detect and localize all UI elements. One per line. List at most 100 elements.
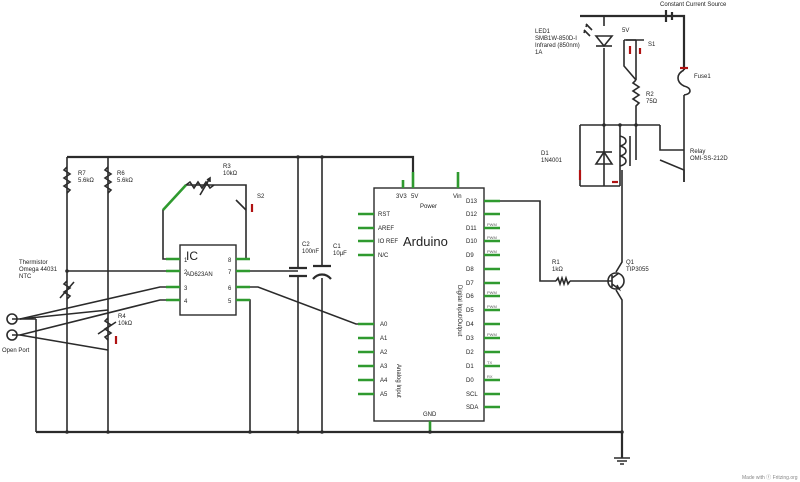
wires [12, 14, 686, 465]
arduino-pin-nc: N/C [378, 253, 389, 259]
arduino-pin-d6: D6 [466, 294, 474, 300]
arduino-pin-5v: 5V [411, 194, 418, 200]
arduino-block [358, 172, 500, 432]
arduino-pin-d3: D3 [466, 336, 474, 342]
d1-label: D1 [541, 151, 549, 157]
arduino-pin-rst: RST [378, 212, 390, 218]
r1-label: R1 [552, 260, 560, 266]
r2-label: R2 [646, 92, 654, 98]
arduino-pin-d4: D4 [466, 322, 474, 328]
r4-value: 10kΩ [118, 321, 133, 327]
r4-label: R4 [118, 314, 126, 320]
r6-resistor [103, 166, 113, 194]
arduino-title: Arduino [403, 234, 448, 249]
ic-pin-8: 8 [228, 258, 232, 264]
arduino-pin-d8: D8 [466, 267, 474, 273]
arduino-pin-a2: A2 [380, 350, 388, 356]
thermistor-type: NTC [19, 274, 32, 280]
r3-potentiometer [162, 176, 215, 211]
v5-label: 5V [622, 28, 629, 34]
arduino-pin-scl: SCL [466, 392, 478, 398]
arduino-pin-aref: AREF [378, 226, 394, 232]
relay-label: Relay [690, 149, 705, 155]
s2-switch [235, 199, 254, 212]
arduino-pin-a5: A5 [380, 392, 388, 398]
c2-capacitor [289, 266, 307, 278]
ic-pin-4: 4 [184, 299, 188, 305]
arduino-pin-d1: D1 [466, 364, 474, 370]
arduino-pin-d0: D0 [466, 378, 474, 384]
junction-dots [65, 123, 638, 434]
c1-label: C1 [333, 244, 341, 250]
d1-part: 1N4001 [541, 158, 563, 164]
arduino-pin-a3: A3 [380, 364, 388, 370]
arduino-pin-a1: A1 [380, 336, 388, 342]
r4-potentiometer [97, 317, 118, 344]
ic-pin-5: 5 [228, 299, 232, 305]
relay-part: OMI-SS-212D [690, 156, 728, 162]
led1-current: 1A [535, 50, 542, 56]
constant-current-source-label: Constant Current Source [660, 2, 727, 8]
led1-part: SMB1W-850D-I [535, 36, 577, 42]
arduino-pin-d10: D10 [466, 239, 478, 245]
thermistor-label: Thermistor [19, 260, 48, 266]
open-port-connector [6, 313, 18, 341]
led1-symbol [583, 23, 614, 48]
arduino-analog-group-label: Analog Input [395, 364, 401, 398]
q1-part: TIP3055 [626, 267, 649, 273]
pwm-tag-d6: PWM [487, 290, 497, 295]
rx-tag-d0: RX [487, 374, 493, 379]
thermistor-part: Omega 44031 [19, 267, 58, 273]
ic-part: AD623AN [186, 272, 213, 278]
arduino-pin-vin: Vin [453, 194, 462, 200]
arduino-pin-d5: D5 [466, 308, 474, 314]
r7-label: R7 [78, 171, 86, 177]
arduino-pin-gnd: GND [423, 412, 437, 418]
s1-label: S1 [648, 42, 656, 48]
arduino-pin-a0: A0 [380, 322, 388, 328]
s1-switch [626, 39, 644, 54]
arduino-power-label: Power [420, 204, 437, 210]
fuse1-label: Fuse1 [694, 74, 711, 80]
r6-value: 5.6kΩ [117, 178, 133, 184]
arduino-pin-d11: D11 [466, 226, 477, 232]
led1-desc: Infrared (850nm) [535, 43, 580, 49]
q1-transistor [607, 272, 625, 292]
tx-tag-d1: TX [487, 360, 492, 365]
arduino-pin-d7: D7 [466, 281, 474, 287]
pwm-tag-d11: PWM [487, 222, 497, 227]
arduino-pin-d12: D12 [466, 212, 478, 218]
arduino-pin-ioref: IO REF [378, 239, 398, 245]
pwm-tag-d9: PWM [487, 249, 497, 254]
r3-label: R3 [223, 164, 231, 170]
ic-ad623an [166, 244, 250, 316]
relay-symbol [612, 135, 631, 184]
ic-pin-7: 7 [228, 270, 232, 276]
arduino-pin-d13: D13 [466, 199, 478, 205]
ic-pin-6: 6 [228, 286, 232, 292]
pwm-tag-d10: PWM [487, 235, 497, 240]
c2-label: C2 [302, 242, 310, 248]
constant-current-source-symbol [664, 10, 674, 22]
arduino-pin-a4: A4 [380, 378, 388, 384]
r2-resistor [631, 79, 641, 110]
led1-label: LED1 [535, 29, 551, 35]
r1-resistor [555, 275, 571, 287]
q1-label: Q1 [626, 260, 635, 266]
r2-value: 75Ω [646, 99, 658, 105]
r7-resistor [62, 166, 72, 194]
open-port-label: Open Port [2, 348, 30, 354]
c2-value: 100nF [302, 249, 319, 255]
c1-value: 10µF [333, 251, 347, 257]
arduino-pin-sda: SDA [466, 405, 478, 411]
r6-label: R6 [117, 171, 125, 177]
arduino-pin-d9: D9 [466, 253, 474, 259]
pwm-tag-d3: PWM [487, 332, 497, 337]
arduino-pin-3v3: 3V3 [396, 194, 407, 200]
d1-diode [578, 150, 614, 180]
c1-capacitor [312, 264, 332, 280]
pwm-tag-d5: PWM [487, 304, 497, 309]
ic-pin-3: 3 [184, 286, 188, 292]
ic-pin-1: 1 [184, 258, 188, 264]
